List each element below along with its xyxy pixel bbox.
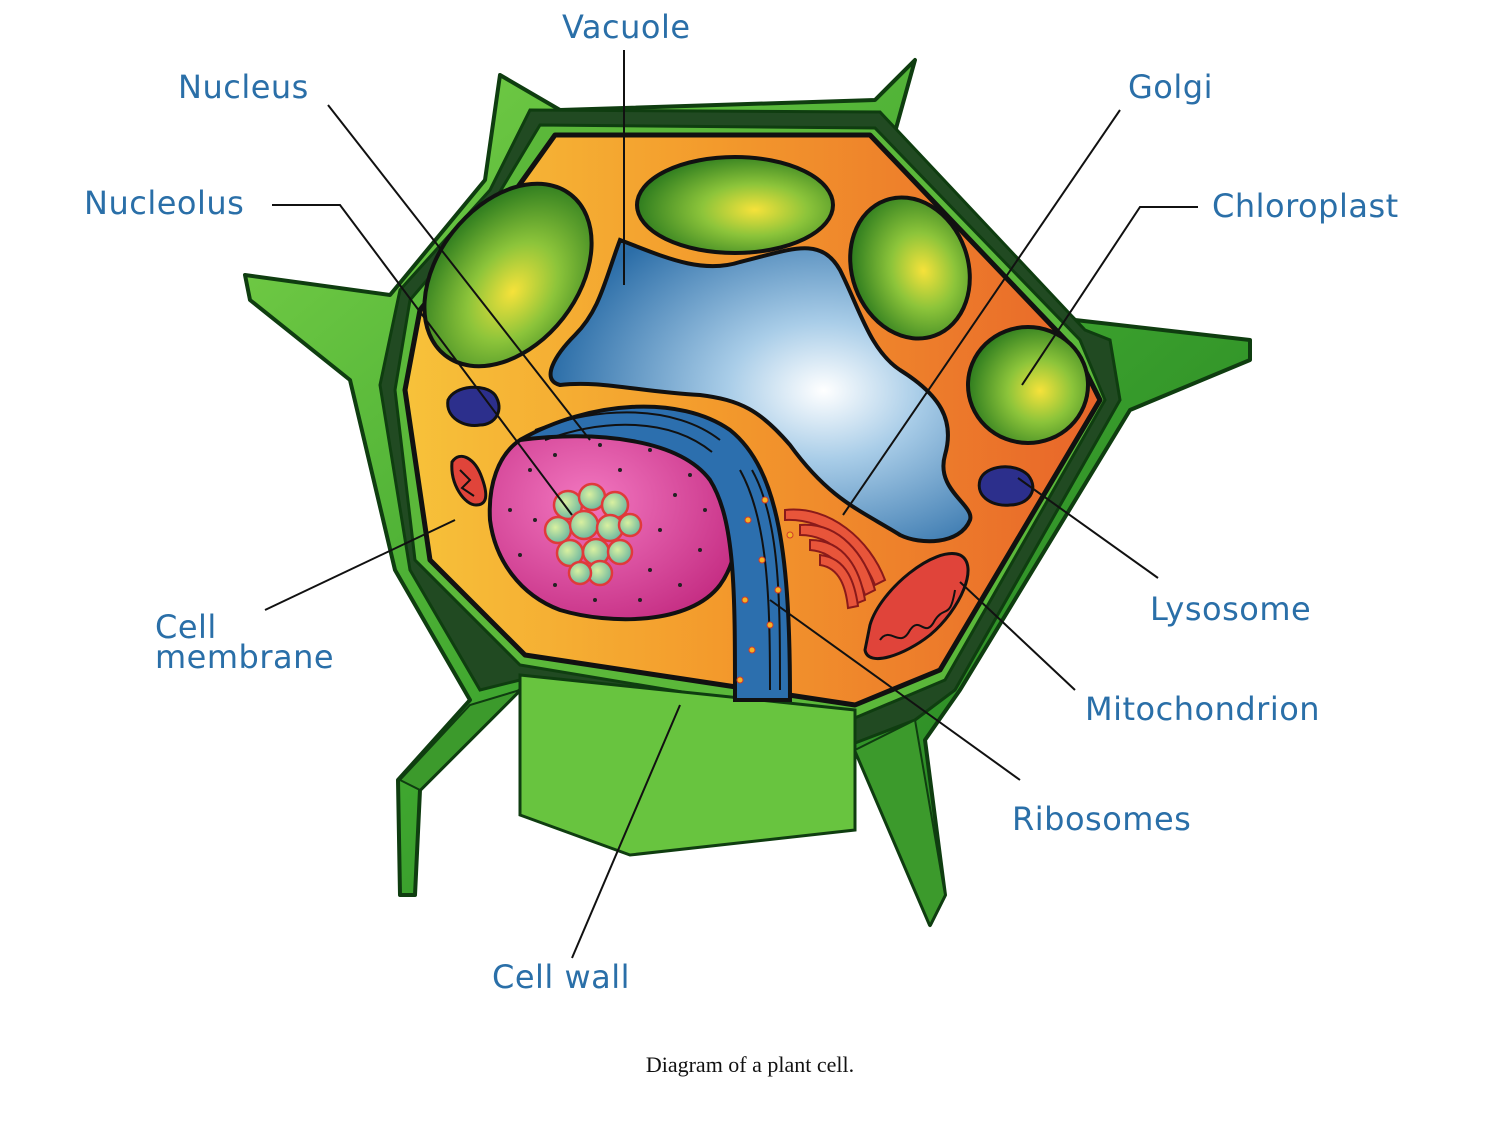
leader-lines xyxy=(264,50,1198,959)
lysosome-2 xyxy=(977,465,1035,507)
label-vacuole: Vacuole xyxy=(562,8,691,46)
leader-nucleus xyxy=(327,104,591,441)
label-cell-membrane-line1: Cell xyxy=(155,608,217,646)
leader-ribosomes xyxy=(769,599,1021,781)
label-chloroplast: Chloroplast xyxy=(1212,187,1399,225)
label-nucleus: Nucleus xyxy=(178,68,309,106)
leader-golgi xyxy=(842,109,1121,516)
chloroplast-2 xyxy=(635,155,835,255)
nucleolus xyxy=(543,482,643,587)
label-golgi: Golgi xyxy=(1128,68,1213,106)
ribosome-dots xyxy=(736,496,794,684)
label-cell-wall: Cell wall xyxy=(492,958,630,996)
leader-mitochondrion xyxy=(959,581,1076,691)
leader-nucleolus xyxy=(272,204,573,516)
nucleus-pores xyxy=(508,443,707,602)
chloroplasts xyxy=(422,155,1090,445)
label-cell-membrane-line2: membrane xyxy=(155,638,334,676)
nucleus xyxy=(487,420,738,622)
plant-cell-diagram: Vacuole Nucleus Golgi Nucleolus Chloropl… xyxy=(84,8,1399,996)
leader-cell-membrane xyxy=(264,519,456,611)
endoplasmic-reticulum xyxy=(519,404,794,702)
label-ribosomes: Ribosomes xyxy=(1012,800,1191,838)
golgi xyxy=(784,508,887,610)
figure-caption: Diagram of a plant cell. xyxy=(645,1052,855,1077)
leader-chloroplast xyxy=(1021,206,1198,386)
leader-cell-wall xyxy=(571,704,681,959)
mitochondrion-large xyxy=(863,552,970,660)
label-nucleolus: Nucleolus xyxy=(84,184,244,222)
mitochondrion-small xyxy=(450,455,488,507)
leader-lysosome xyxy=(1017,477,1159,579)
chloroplast-3 xyxy=(848,195,972,341)
label-lysosome: Lysosome xyxy=(1150,590,1311,628)
chloroplast-1 xyxy=(422,181,594,369)
label-mitochondrion: Mitochondrion xyxy=(1085,690,1320,728)
chloroplast-4 xyxy=(966,325,1090,445)
vacuole xyxy=(548,237,973,544)
